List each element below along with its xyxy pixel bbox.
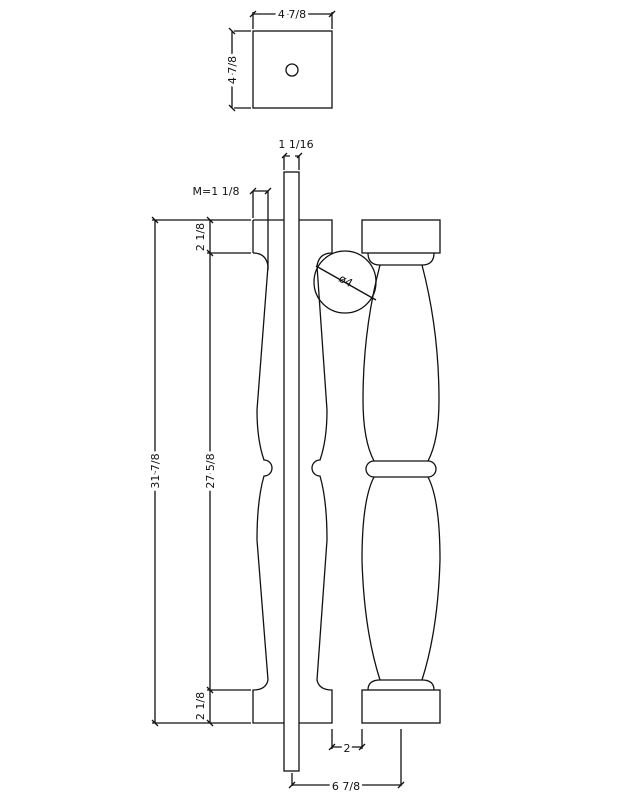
sphere-label: ø4 (337, 272, 355, 290)
dim-margin-label: M=1 1/8 (193, 185, 240, 198)
dim-top-depth (228, 27, 251, 112)
dim-turned-label: 27 5/8 (204, 453, 217, 488)
dim-top-width (249, 10, 336, 29)
plan-view: 4 7/8 4 7/8 (223, 5, 336, 112)
horizontal-dimensions: 2 6 7/8 (288, 729, 405, 796)
dim-gap-label: 2 (344, 742, 351, 755)
dim-top-width-label: 4 7/8 (278, 8, 306, 21)
dim-top-block-label: 2 1/8 (194, 223, 207, 251)
section-baluster: M=1 1/8 (193, 185, 333, 724)
dim-spacing-label: 6 7/8 (332, 780, 360, 793)
elevation-baluster (361, 219, 441, 724)
dim-bottom-block-label: 2 1/8 (194, 692, 207, 720)
dim-overall-label: 31 7/8 (149, 453, 162, 488)
vertical-dimensions: 31 7/8 27 5/8 2 1/8 2 1/8 (146, 216, 251, 727)
dim-rail-label: 1 1/16 (278, 138, 313, 151)
dim-top-depth-label: 4 7/8 (226, 56, 239, 84)
sphere-gauge: ø4 (313, 250, 377, 314)
plan-square (252, 30, 333, 109)
dowel-hole-icon (285, 63, 299, 77)
rail: 1 1/16 (278, 138, 314, 772)
